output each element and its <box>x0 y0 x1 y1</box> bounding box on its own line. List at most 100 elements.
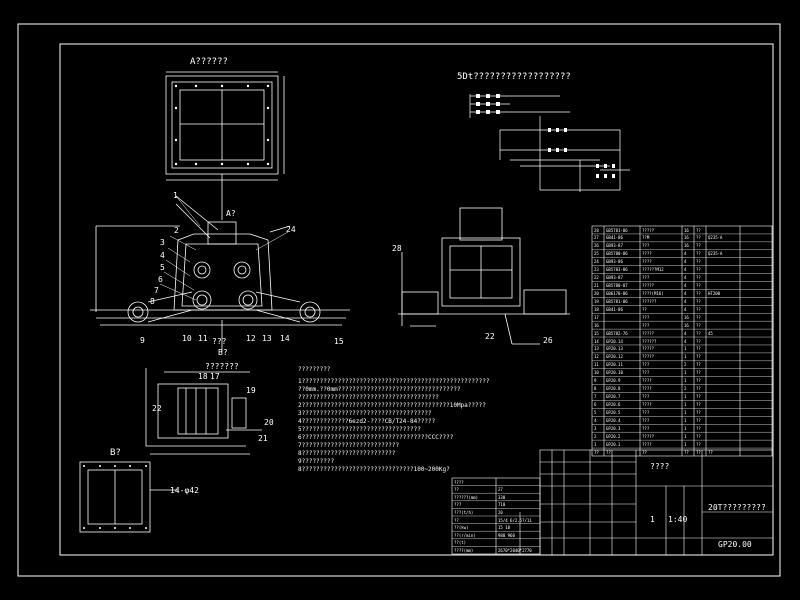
bom-cell: 4 <box>684 338 687 344</box>
bom-cell: ?? <box>696 449 701 455</box>
bom-cell: GB93-87 <box>606 243 623 249</box>
bom-cell: 4 <box>684 259 687 265</box>
bom-cell: 8 <box>594 386 597 392</box>
bom-cell: 17 <box>594 314 599 320</box>
bom-cell: 20 <box>594 290 599 296</box>
inner-frame <box>59 43 774 556</box>
bom-cell: 4 <box>684 251 687 257</box>
bom-cell: ?? <box>696 433 701 439</box>
bom-cell: ???? <box>642 441 652 447</box>
b-view-marker: B? <box>218 348 228 357</box>
param-cell: ??????(mm) <box>454 494 479 500</box>
bom-cell: ?? <box>642 449 647 455</box>
bom-cell: 4 <box>684 298 687 304</box>
bom-cell: 18 <box>594 306 599 312</box>
part-number: 21 <box>258 434 268 443</box>
bom-cell: ?? <box>696 283 701 289</box>
bom-cell: Q235-A <box>708 251 723 257</box>
part-number: 28 <box>392 244 402 253</box>
bom-cell: ?????? <box>642 298 657 304</box>
bom-cell: GP20.12 <box>606 354 623 360</box>
bom-cell: GB41-86 <box>606 306 623 312</box>
bom-cell: ???? <box>642 401 652 407</box>
bom-cell: 16 <box>594 322 599 328</box>
param-cell: 20 <box>498 509 503 515</box>
a-view-drawing <box>165 71 285 220</box>
bom-cell: GP20.9 <box>606 378 621 384</box>
bom-cell: 1 <box>684 378 687 384</box>
bom-cell: 26 <box>594 243 599 249</box>
bom-cell: GP20.1 <box>606 441 621 447</box>
part-number: 22 <box>485 332 495 341</box>
tech-note-line: ??0mm.??0mm?????????????????????????????… <box>298 386 461 393</box>
part-number: 20 <box>264 418 274 427</box>
part-number: 15 <box>334 337 344 346</box>
bom-cell: 22 <box>594 275 599 281</box>
bom-cell: ??? <box>642 370 650 376</box>
bom-table-row-rules <box>592 233 772 449</box>
front-view-caption: ??? <box>212 337 227 346</box>
bom-cell: 2 <box>594 433 597 439</box>
bom-cell: ?? <box>696 330 701 336</box>
part-number: 9 <box>140 336 145 345</box>
bom-cell: ??? <box>642 322 650 328</box>
bom-cell: ??? <box>642 425 650 431</box>
schematic-nodes <box>476 94 615 178</box>
bom-cell: 1 <box>684 354 687 360</box>
part-number: 5 <box>160 263 165 272</box>
b-view-title: B? <box>110 448 121 458</box>
bom-cell: GP20.5 <box>606 409 621 415</box>
bom-cell: 16 <box>684 235 689 241</box>
param-cell: ??(t) <box>454 540 467 546</box>
bom-cell: ?? <box>696 425 701 431</box>
bom-cell: ?? <box>696 394 701 400</box>
bom-cell: 1 <box>684 370 687 376</box>
bom-cell: 1 <box>684 417 687 423</box>
bom-cell: ?? <box>696 259 701 265</box>
bom-cell: ????? <box>642 283 655 289</box>
detail-view-drawing <box>145 368 262 455</box>
bom-cell: Q235-A <box>708 235 723 241</box>
bom-cell: 1 <box>684 441 687 447</box>
bom-cell: ???? <box>642 378 652 384</box>
bom-cell: ???? <box>642 259 652 265</box>
bom-cell: 45 <box>708 330 713 336</box>
bom-cell: ?? <box>642 306 647 312</box>
bom-cell: ?? <box>696 417 701 423</box>
bom-cell: HT200 <box>708 290 721 296</box>
bom-cell: 16 <box>684 314 689 320</box>
bom-cell: 14 <box>594 338 599 344</box>
drawing-scale: 1:40 <box>668 515 688 524</box>
bom-cell: 4 <box>684 283 687 289</box>
param-cell: ?? <box>454 487 459 493</box>
bom-cell: 16 <box>684 243 689 249</box>
tech-note-line: 8???????????????????????????????100~200K… <box>298 466 450 473</box>
bom-cell: 1 <box>594 441 597 447</box>
part-number: 24 <box>286 225 296 234</box>
param-cell: ???? <box>454 479 464 485</box>
bom-cell: ??M <box>642 235 650 241</box>
param-cell: 980 960 <box>498 532 515 538</box>
bom-cell: 5 <box>594 409 597 415</box>
bom-cell: ?? <box>696 235 701 241</box>
param-cell: 15/4 6/2.5?/11 <box>498 517 532 523</box>
part-number: 14 <box>280 334 290 343</box>
param-cell: ??? <box>454 502 462 508</box>
bom-cell: ?? <box>594 449 599 455</box>
bom-cell: 7 <box>594 394 597 400</box>
bom-cell: ??? <box>642 417 650 423</box>
param-cell: 710 <box>498 502 506 508</box>
front-view-drawing <box>90 195 350 352</box>
a-view-title: A?????? <box>190 57 228 67</box>
param-cell: ??(kw) <box>454 525 469 531</box>
b-view-drawing <box>79 461 178 533</box>
bom-cell: 2 <box>684 386 687 392</box>
part-number: 19 <box>246 386 256 395</box>
bom-cell: ??? <box>642 243 650 249</box>
bom-cell: GB5781-86 <box>606 227 628 233</box>
bom-cell: 13 <box>594 346 599 352</box>
bom-cell: ?? <box>696 346 701 352</box>
bom-cell: GB5780-86 <box>606 251 628 257</box>
param-cell: 330 <box>498 494 506 500</box>
bom-cell: 12 <box>594 354 599 360</box>
